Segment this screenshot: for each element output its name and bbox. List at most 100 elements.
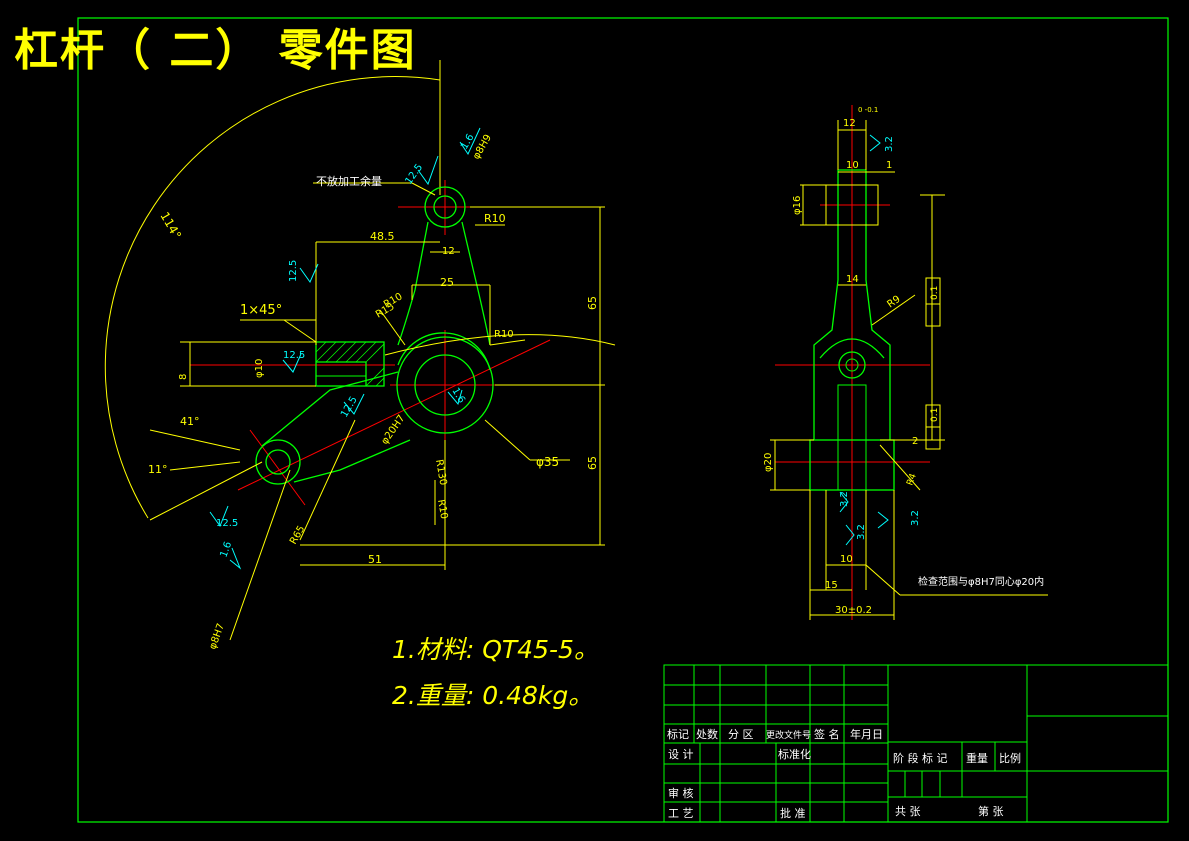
dim-angle-41: 41° (180, 415, 200, 428)
tb-process: 工 艺 (668, 807, 694, 820)
lower-hole (265, 449, 291, 475)
remark-check-range: 检查范围与φ8H7同心φ20内 (918, 575, 1044, 588)
tb-header: 标记 (667, 727, 689, 741)
tb-header: 更改文件号 (766, 729, 811, 741)
dim-side-15: 15 (825, 580, 838, 591)
dim-r10-c: R10 (494, 329, 514, 340)
side-hole-inner (845, 358, 859, 372)
dim-side-tol-b: 0.1 (930, 408, 940, 422)
dim-side-r9: R9 (885, 294, 902, 311)
tb-sheet-no: 第 张 (978, 804, 1004, 818)
drawing-title: 杠杆（ 二） 零件图 (14, 25, 417, 76)
roughness-label: 1.6 (449, 386, 466, 405)
dim-chamfer: 1×45° (240, 303, 282, 318)
side-outline (813, 170, 839, 440)
tb-stage: 阶 段 标 记 (893, 751, 948, 765)
tb-standard: 标准化 (778, 747, 811, 761)
side-slot (837, 384, 867, 491)
drawing-border (77, 17, 1169, 823)
dim-8: 8 (178, 374, 189, 380)
side-dimension-lines (770, 120, 1048, 616)
dim-side-10: 10 (846, 160, 859, 171)
side-roughness-symbols (839, 134, 889, 546)
arm-edge (397, 221, 429, 346)
center-line (249, 429, 306, 506)
dim-side-d20: φ20 (763, 453, 774, 472)
front-view: 不放加工余量 48.5 25 12 65 65 51 R10 R10 R10 R… (104, 60, 616, 651)
roughness-symbols (209, 127, 481, 570)
dim-25: 25 (440, 276, 454, 289)
tb-design: 设 计 (668, 748, 694, 761)
tb-header: 签 名 (814, 727, 840, 741)
roughness-labels: 12.5 1.6 12.5 12.5 12.5 1.6 12.5 1.6 (216, 132, 477, 559)
note-material: 1.材料: QT45-5。 (392, 635, 599, 664)
arc-r130 (384, 334, 616, 356)
arm-edge (461, 221, 491, 346)
arm-edge (293, 439, 411, 483)
roughness-label: 12.5 (288, 260, 299, 282)
roughness-label: 3.2 (839, 491, 850, 507)
dim-d35: φ35 (536, 455, 559, 469)
dimension-lines (149, 182, 605, 641)
side-hole (838, 351, 866, 379)
side-arc (819, 338, 885, 359)
dim-side-12: 12 (843, 118, 856, 129)
roughness-label: 3.2 (856, 524, 867, 540)
roughness-label: 3.2 (884, 136, 895, 152)
hub-arc (397, 332, 491, 371)
side-boss-outline (825, 184, 879, 226)
dim-side-14: 14 (846, 274, 859, 285)
dim-65-top: 65 (586, 296, 599, 310)
main-hub (396, 336, 494, 434)
upper-hole (433, 195, 457, 219)
dim-side-r4: R4 (905, 472, 919, 487)
roughness-label: 1.6 (218, 540, 234, 559)
lower-boss (255, 439, 301, 485)
section-block (315, 341, 385, 387)
dim-side-30: 30±0.2 (835, 605, 872, 616)
arc-114-dimension (104, 76, 441, 519)
dim-side-12-tol: 0 -0.1 (858, 106, 878, 114)
tolerance-frame (925, 426, 941, 450)
side-outline (865, 170, 891, 440)
hatch (315, 341, 385, 387)
main-hole (414, 354, 476, 416)
tb-header: 处数 (696, 728, 718, 741)
roughness-label: 1.6 (459, 132, 476, 151)
tb-approve: 批 准 (780, 806, 806, 820)
dim-side-2: 2 (912, 436, 918, 447)
dim-r10-a: R10 (484, 212, 506, 225)
title-block (663, 664, 1169, 823)
roughness-label: 12.5 (339, 395, 360, 420)
side-roughness-labels: 3.2 3.2 3.2 3.2 (839, 136, 921, 540)
dim-51: 51 (368, 553, 382, 566)
title-block-text: 标记 处数 分 区 更改文件号 签 名 年月日 设 计 标准化 审 核 工 艺 … (667, 727, 1021, 820)
upper-boss (424, 186, 466, 228)
remark-no-allowance: 不放加工余量 (316, 174, 382, 188)
dim-d20h7: φ20H7 (379, 413, 407, 447)
tb-review: 审 核 (668, 786, 694, 800)
dim-side-tol-a: 0.1 (930, 286, 940, 300)
tb-weight: 重量 (966, 751, 988, 765)
dim-48-5: 48.5 (370, 230, 395, 243)
tb-header: 分 区 (728, 728, 754, 741)
roughness-label: 12.5 (216, 518, 238, 529)
dim-d8h7: φ8H7 (207, 622, 227, 651)
dim-r130: R130 (433, 459, 448, 487)
tb-header: 年月日 (850, 727, 883, 741)
dim-12: 12 (442, 246, 455, 257)
dim-r10-d: R10 (435, 499, 449, 520)
dim-65-bottom: 65 (586, 456, 599, 470)
dim-d10: φ10 (254, 359, 265, 378)
dim-side-d16: φ16 (792, 196, 803, 215)
dim-r65: R65 (288, 524, 307, 547)
side-view: 12 0 -0.1 10 1 φ16 14 R9 φ20 2 15 10 30±… (763, 105, 1048, 620)
roughness-label: 12.5 (403, 162, 425, 187)
roughness-label: 3.2 (910, 510, 921, 526)
tb-total-sheets: 共 张 (895, 805, 921, 818)
roughness-label: 12.5 (283, 350, 305, 361)
dim-angle-11: 11° (148, 463, 168, 476)
dim-side-10b: 10 (840, 554, 853, 565)
tolerance-frame (925, 303, 941, 327)
